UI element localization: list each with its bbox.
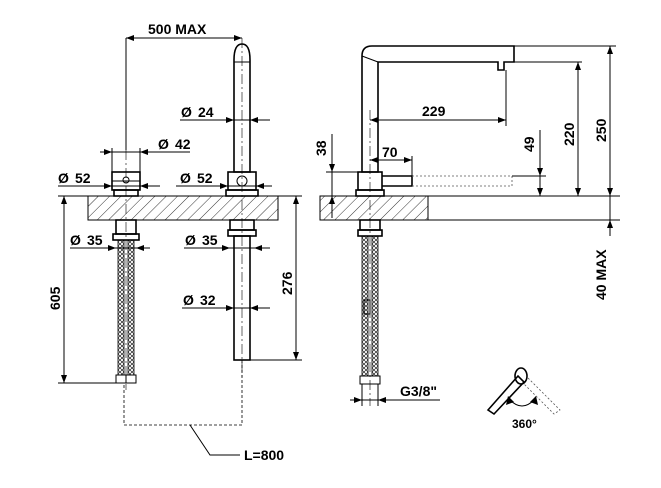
- dim-thread: G3/8": [400, 383, 437, 399]
- diam-symbol-24: Ø: [181, 104, 192, 120]
- dim-diam-42: 42: [175, 136, 191, 152]
- rotate-360-icon: [486, 367, 561, 416]
- dim-hose-length: L=800: [244, 447, 284, 463]
- countertop-section-right: [319, 195, 429, 221]
- dim-diam-35-right: 35: [202, 232, 218, 248]
- countertop-section-left: [87, 195, 279, 221]
- rotation-label: 360°: [512, 417, 537, 431]
- dim-deck-40-max: 40 MAX: [593, 249, 609, 300]
- dim-height-605: 605: [47, 286, 63, 310]
- dim-depth-38: 38: [313, 140, 329, 156]
- diam-symbol-35-left: Ø: [70, 232, 81, 248]
- diam-symbol-35-right: Ø: [185, 232, 196, 248]
- dim-width-70: 70: [382, 144, 398, 160]
- dim-diam-32: 32: [200, 292, 216, 308]
- diam-symbol-32: Ø: [183, 292, 194, 308]
- dim-height-250: 250: [593, 118, 609, 142]
- side-view: [319, 45, 620, 406]
- dim-spout-229: 229: [422, 103, 446, 119]
- diam-symbol-42: Ø: [158, 136, 169, 152]
- dim-height-220: 220: [561, 122, 577, 146]
- dim-diam-52-left: 52: [75, 170, 91, 186]
- front-view: [58, 35, 302, 456]
- dim-height-49: 49: [521, 136, 537, 152]
- dim-diam-24: 24: [198, 104, 214, 120]
- dim-diam-52-right: 52: [197, 170, 213, 186]
- diam-symbol-52-right: Ø: [180, 170, 191, 186]
- dim-diam-35-left: 35: [87, 232, 103, 248]
- dim-reach-max: 500 MAX: [148, 21, 207, 37]
- diam-symbol-52-left: Ø: [58, 170, 69, 186]
- dim-height-276: 276: [279, 271, 295, 295]
